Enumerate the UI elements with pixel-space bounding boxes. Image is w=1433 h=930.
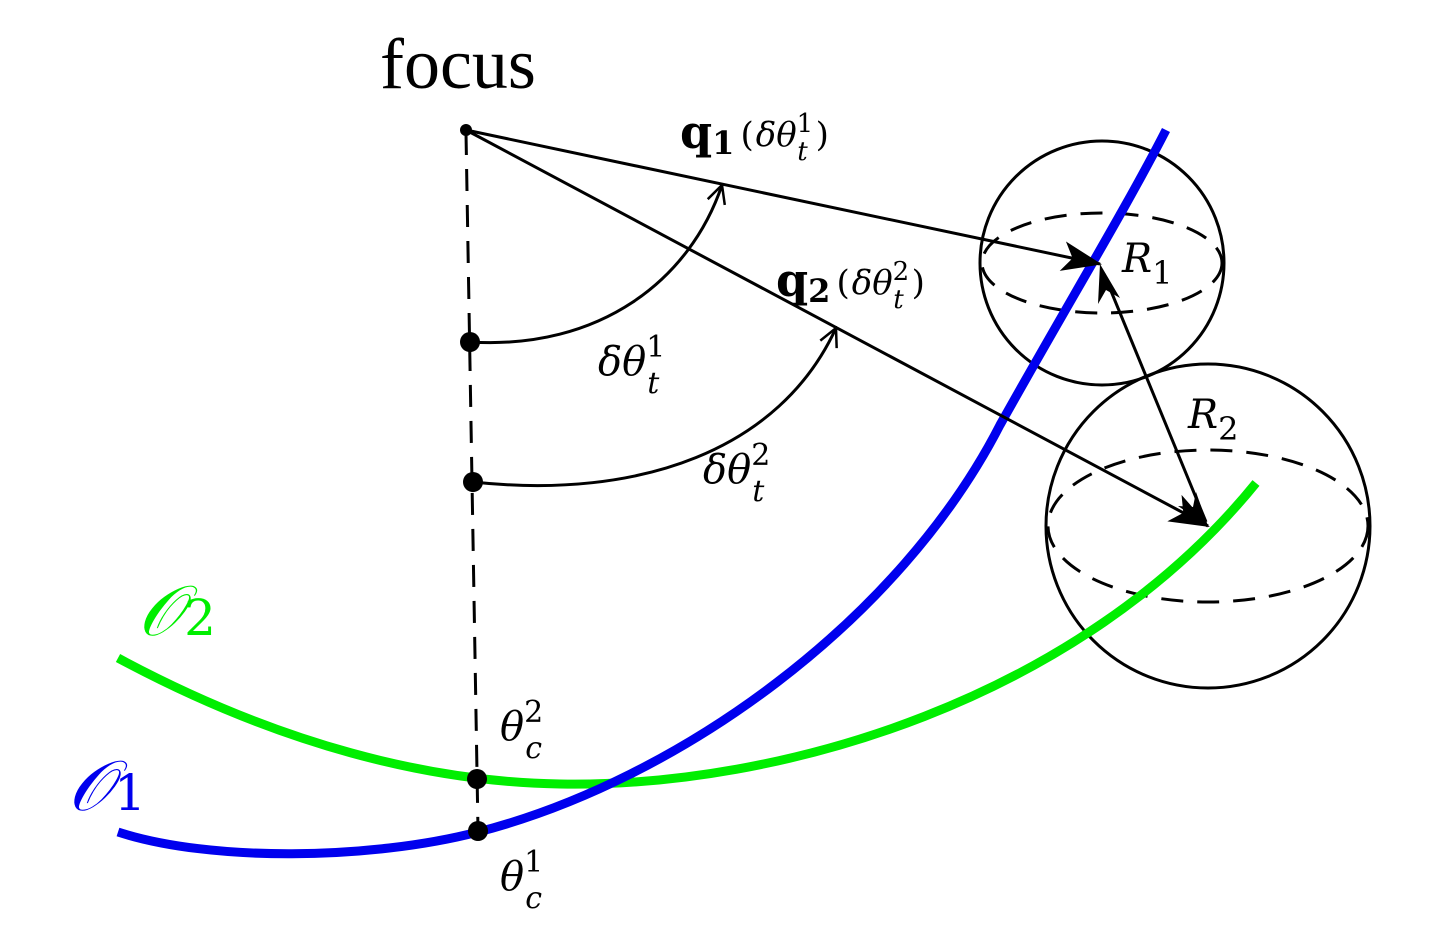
theta-c2-point — [467, 769, 487, 789]
angle-arc-dtheta1 — [469, 185, 722, 345]
angle-arc-dtheta2 — [472, 328, 836, 488]
focus-point — [460, 124, 472, 136]
distance-r2-arrowhead — [1178, 492, 1208, 526]
orbit-o1-label: 𝒪1 — [68, 745, 146, 827]
vector-q1-line — [465, 128, 1102, 271]
focus-label: focus — [380, 24, 536, 104]
sphere-r1 — [978, 139, 1226, 387]
sphere-r1-outline — [978, 139, 1226, 387]
angle-start-point-2 — [463, 472, 483, 492]
distance-r1-r2-line — [1102, 273, 1208, 523]
distance-r1-arrowhead — [1098, 264, 1120, 304]
theta-c1-point — [468, 821, 488, 841]
radius-r2-label: R2 — [1187, 392, 1238, 448]
sphere-r2-equator — [1046, 448, 1370, 604]
orbit-o2-label: 𝒪2 — [138, 570, 216, 652]
reference-axis-dashed-line — [464, 132, 480, 831]
radius-r1-label: R1 — [1121, 236, 1172, 292]
sphere-r1-equator — [980, 211, 1224, 315]
angle-start-point-1 — [460, 332, 480, 352]
sphere-r2 — [1044, 362, 1372, 690]
orbit-o1-curve — [116, 127, 1171, 859]
sphere-r2-outline — [1044, 362, 1372, 690]
